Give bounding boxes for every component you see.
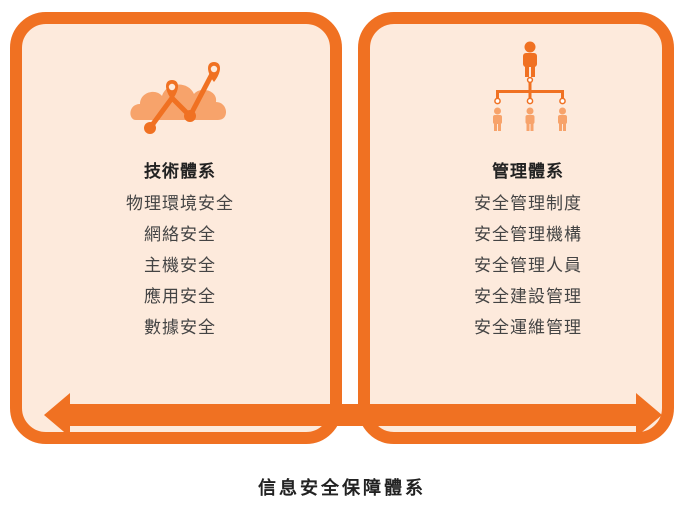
list-item: 網絡安全 xyxy=(144,225,216,245)
list-item: 安全運維管理 xyxy=(474,318,582,338)
diagram-caption: 信息安全保障體系 xyxy=(258,478,426,499)
management-system-heading: 管理體系 xyxy=(492,162,564,182)
org-chart-icon xyxy=(493,41,567,131)
list-item: 主機安全 xyxy=(144,256,216,276)
list-item: 物理環境安全 xyxy=(126,194,234,214)
management-system-list: 管理體系 安全管理制度 安全管理機構 安全管理人員 安全建設管理 安全運維管理 xyxy=(428,155,628,344)
list-item: 安全管理制度 xyxy=(474,194,582,214)
list-item: 安全管理機構 xyxy=(474,225,582,245)
cloud-line-chart-icon xyxy=(130,62,227,134)
technical-system-list: 技術體系 物理環境安全 網絡安全 主機安全 應用安全 數據安全 xyxy=(80,155,280,344)
list-item: 安全建設管理 xyxy=(474,287,582,307)
list-item: 數據安全 xyxy=(144,318,216,338)
list-item: 安全管理人員 xyxy=(474,256,582,276)
double-arrow-icon xyxy=(44,393,662,437)
management-system-panel xyxy=(358,12,674,444)
list-item: 應用安全 xyxy=(144,287,216,307)
technical-system-heading: 技術體系 xyxy=(144,162,216,182)
